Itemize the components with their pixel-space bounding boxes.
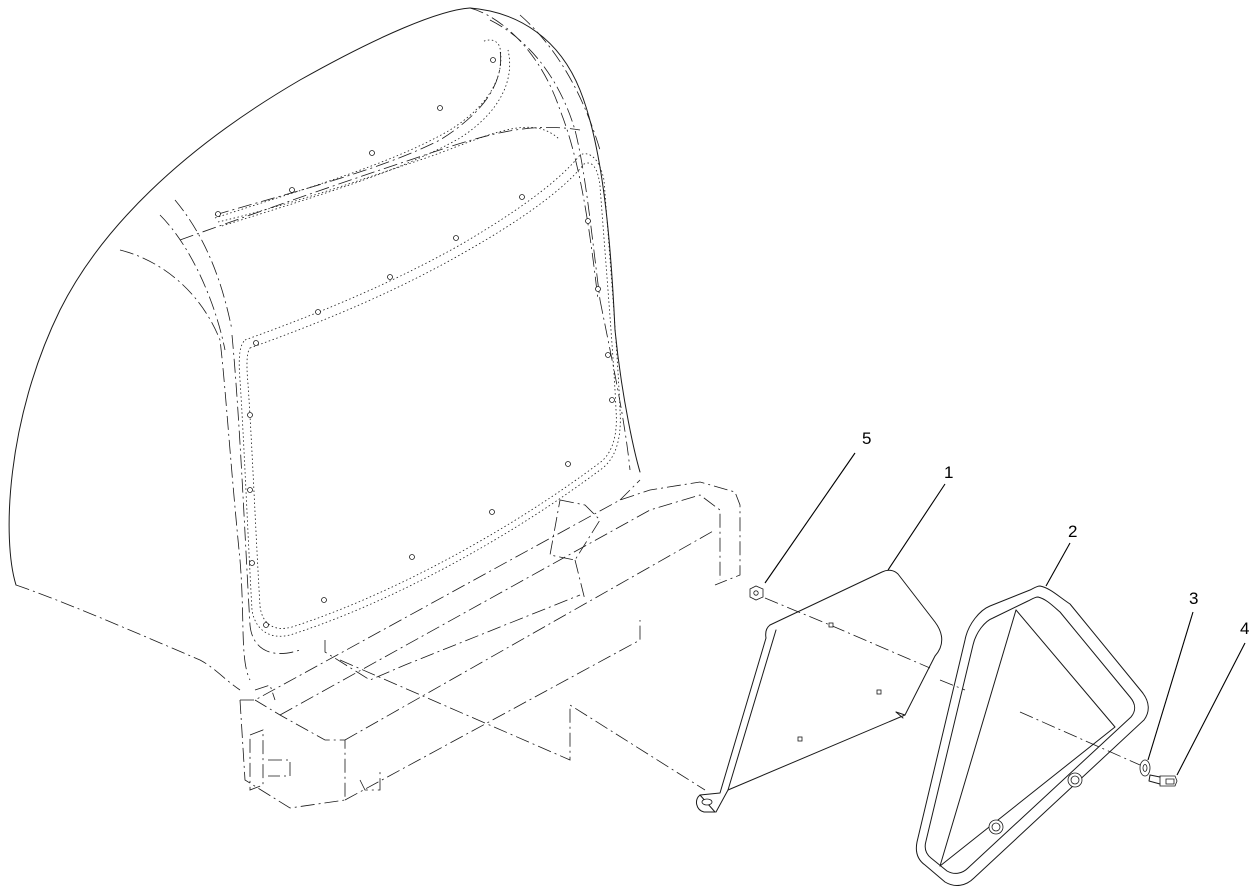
callout-3: 3: [1189, 589, 1198, 608]
part-5-nut: [749, 585, 764, 601]
seat-enclosure-phantom: [8, 7, 641, 691]
panel-rivets: [215, 57, 615, 628]
callout-labels: 1 2 3 4 5: [862, 429, 1249, 638]
callout-leaders: [764, 452, 1246, 776]
callout-5: 5: [862, 429, 871, 448]
part-2-smv-emblem: [915, 585, 1149, 886]
emblem-studs: [988, 772, 1083, 835]
assembly-centerline: [339, 597, 1141, 791]
callout-4: 4: [1240, 619, 1249, 638]
callout-1: 1: [944, 463, 953, 482]
seat-frame-phantom: [239, 479, 741, 809]
part-3-washer: [1139, 759, 1151, 777]
part-4-bolt: [1148, 774, 1178, 787]
callout-2: 2: [1068, 522, 1077, 541]
part-1-mounting-bracket: [696, 569, 943, 813]
